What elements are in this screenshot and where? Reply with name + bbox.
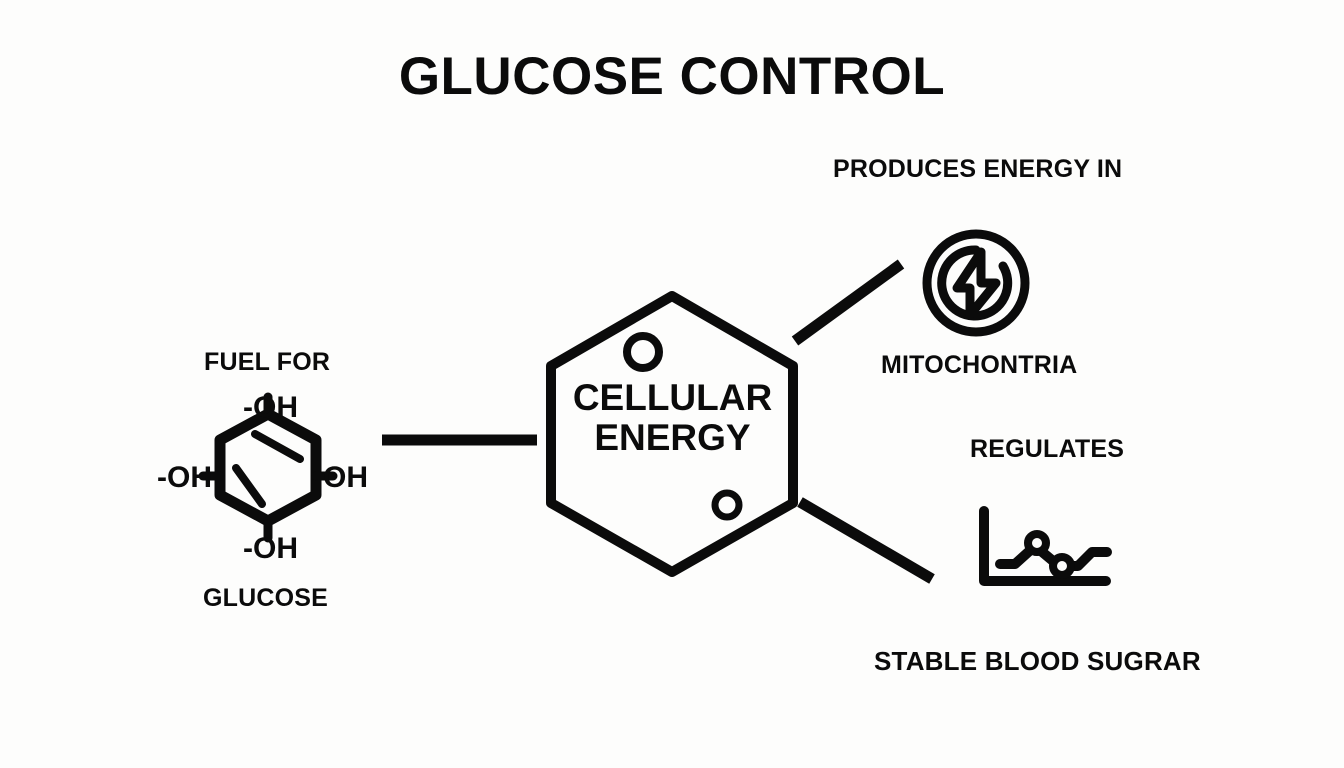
connector-label-fuel-for: FUEL FOR [204, 348, 331, 376]
central-hexagon[interactable] [546, 291, 798, 577]
molecule-substituent-bottom: -OH [243, 532, 298, 565]
hexagon-label-line1: CELLULAR [572, 377, 773, 418]
connector-center-to-mitochondria [791, 259, 905, 346]
molecule-substituent-left: -OH [157, 461, 212, 494]
energy-outer-ring-icon [922, 229, 1030, 337]
hexagon-label: CELLULAR ENERGY [545, 378, 800, 457]
caption-mitochondria: MITOCHONTRIA [881, 351, 1078, 379]
hexagon-decor-circle-upper [623, 332, 663, 372]
mitochondria-energy-icon[interactable] [922, 229, 1030, 337]
hexagon-decor-circle-lower [711, 489, 743, 521]
page-title: GLUCOSE CONTROL [398, 47, 946, 106]
connector-center-to-chart [797, 497, 935, 584]
chart-node-marker-2 [1049, 553, 1075, 579]
lightning-bolt-icon [952, 247, 1001, 320]
caption-stable-blood-sugar: STABLE BLOOD SUGRAR [874, 646, 1201, 676]
connector-label-regulates: REGULATES [970, 435, 1125, 463]
chart-axes-icon [979, 506, 1111, 586]
caption-glucose: GLUCOSE [203, 584, 329, 612]
chart-node-marker-1 [1024, 530, 1050, 556]
molecule-substituent-right: OH [323, 461, 368, 494]
hexagon-label-line2: ENERGY [594, 416, 751, 458]
molecule-double-bond-upper [251, 430, 304, 463]
molecule-substituent-top: -OH [243, 391, 298, 424]
glucose-molecule-icon[interactable] [198, 392, 338, 543]
line-chart-icon[interactable] [979, 506, 1112, 586]
connector-label-produces-energy-in: PRODUCES ENERGY IN [833, 155, 1123, 183]
hexagon-outline [546, 291, 798, 577]
molecule-double-bond-lower [232, 464, 266, 508]
connector-lines [382, 259, 935, 584]
energy-inner-ring-icon [937, 245, 1013, 321]
